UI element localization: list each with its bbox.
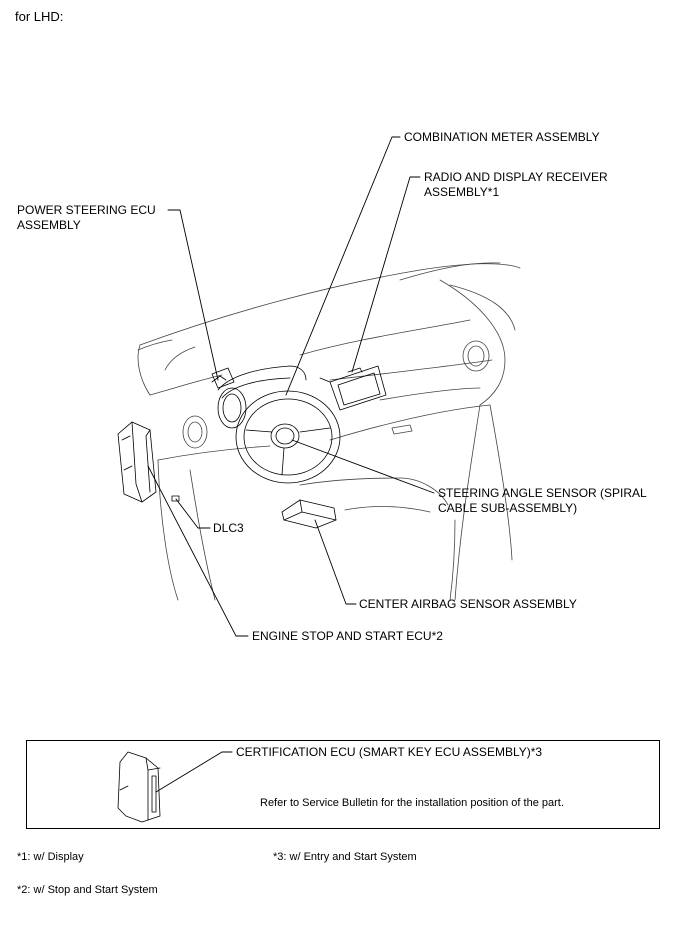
certification-ecu-icon — [117, 751, 161, 823]
center-airbag-sensor-icon — [281, 499, 337, 529]
callout-dlc3: DLC3 — [213, 521, 244, 535]
certification-ecu-inset — [26, 740, 660, 829]
footnote-3: *3: w/ Entry and Start System — [273, 851, 417, 863]
footnote-1: *1: w/ Display — [17, 851, 84, 863]
dashboard-outline — [137, 262, 521, 601]
callout-power-steering-line2: ASSEMBLY — [17, 218, 81, 232]
dlc3-icon — [171, 495, 180, 502]
callout-radio-line2: ASSEMBLY*1 — [424, 185, 500, 199]
page-header: for LHD: — [15, 9, 64, 24]
callout-power-steering-line1: POWER STEERING ECU — [17, 203, 156, 217]
callout-steering-angle-line2: CABLE SUB-ASSEMBLY) — [438, 501, 578, 515]
inset-note: Refer to Service Bulletin for the instal… — [260, 797, 564, 809]
callout-engine-stop-start: ENGINE STOP AND START ECU*2 — [252, 629, 443, 643]
footnote-2: *2: w/ Stop and Start System — [17, 884, 158, 896]
callout-steering-angle-line1: STEERING ANGLE SENSOR (SPIRAL — [438, 486, 647, 500]
engine-stop-start-ecu-icon — [117, 421, 157, 503]
callout-radio-line1: RADIO AND DISPLAY RECEIVER — [424, 170, 608, 184]
power-steering-ecu-icon — [211, 367, 235, 389]
steering-wheel — [235, 390, 341, 484]
combination-meter-icon — [211, 365, 307, 429]
inset-certification-ecu: CERTIFICATION ECU (SMART KEY ECU ASSEMBL… — [236, 745, 543, 759]
callout-center-airbag: CENTER AIRBAG SENSOR ASSEMBLY — [359, 597, 577, 611]
radio-display-icon — [319, 365, 387, 411]
leader-lines — [147, 136, 435, 793]
callout-combination-meter: COMBINATION METER ASSEMBLY — [404, 130, 600, 144]
